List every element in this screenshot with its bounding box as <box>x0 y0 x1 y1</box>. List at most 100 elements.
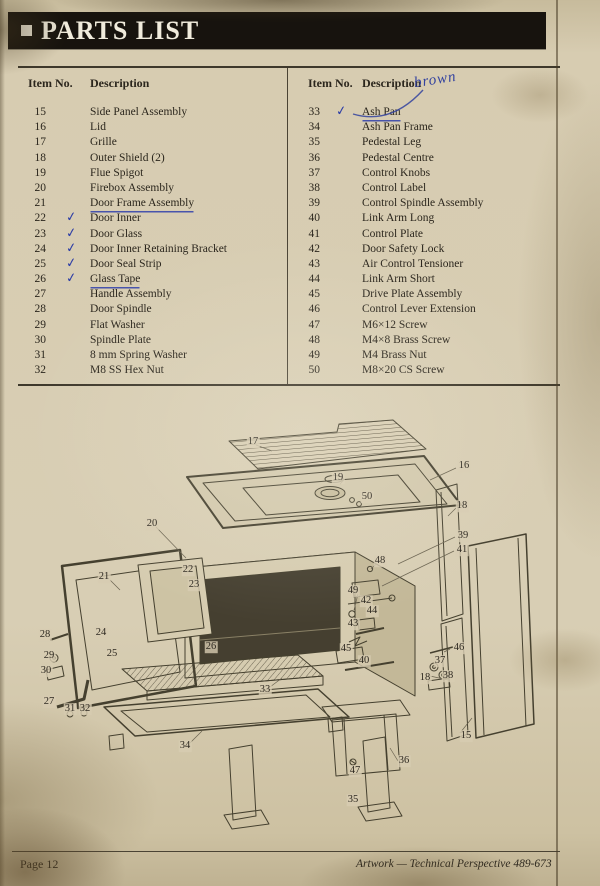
diagram-part-number: 45 <box>339 643 353 655</box>
item-description: Lid <box>90 121 106 134</box>
item-number: 36 <box>308 151 321 164</box>
item-number: 28 <box>34 303 47 316</box>
diagram-part-number: 47 <box>348 765 362 777</box>
diagram-part-number: 26 <box>204 641 218 653</box>
diagram-part-number: 49 <box>346 585 360 597</box>
diagram-part-number: 23 <box>187 579 201 591</box>
table-row: 25✓Door Seal Strip <box>18 255 286 272</box>
item-description: 8 mm Spring Washer <box>90 349 187 361</box>
diagram-part-number: 46 <box>452 642 466 654</box>
diagram-part-number: 31 <box>63 703 77 715</box>
item-number: 47 <box>308 318 321 331</box>
item-description: Side Panel Assembly <box>90 106 188 118</box>
item-description: Flat Washer <box>90 318 145 331</box>
diagram-part-number: 25 <box>105 648 119 660</box>
item-number: 18 <box>34 151 47 164</box>
item-description: Door Frame Assembly <box>90 196 194 211</box>
item-number: 41 <box>308 227 321 240</box>
item-number: 29 <box>34 318 47 331</box>
diagram-part-number: 41 <box>455 544 469 556</box>
item-number: 48 <box>308 333 321 346</box>
pen-stroke <box>352 89 424 118</box>
item-number: 30 <box>34 333 47 346</box>
item-description: M4×8 Brass Screw <box>362 333 451 346</box>
pen-checkmark-icon: ✓ <box>64 224 78 242</box>
item-number: 39 <box>308 197 321 210</box>
diagram-part-number: 15 <box>459 730 473 742</box>
scan-edge-right <box>556 0 558 886</box>
item-number: 45 <box>308 288 321 301</box>
page-number: Page 12 <box>20 857 59 871</box>
item-description: Control Lever Extension <box>362 303 476 316</box>
diagram-part-number: 17 <box>246 436 260 448</box>
table-row: 48 M4×8 Brass Screw <box>288 333 560 348</box>
item-description: Outer Shield (2) <box>90 151 165 164</box>
page-title: PARTS LIST <box>41 15 200 45</box>
diagram-part-number: 36 <box>397 755 411 767</box>
description-header: Description <box>90 76 150 90</box>
artwork-credit: Artwork — Technical Perspective 489-673 <box>356 858 552 870</box>
item-number: 34 <box>308 121 321 134</box>
table-row: 16 Lid <box>18 120 286 135</box>
pen-checkmark-icon: ✓ <box>64 270 78 287</box>
item-description: M6×12 Screw <box>362 318 428 331</box>
diagram-part-number: 22 <box>181 564 195 576</box>
item-number: 42 <box>308 242 321 255</box>
scan-edge-left <box>0 0 5 886</box>
item-number: 22 <box>34 212 47 225</box>
diagram-part-number: 29 <box>42 650 56 662</box>
diagram-part-number: 35 <box>346 794 360 806</box>
item-description: Door Inner Retaining Bracket <box>90 242 227 255</box>
diagram-part-number: 19 <box>331 472 345 484</box>
item-description: Door Glass <box>90 227 143 240</box>
item-description: Pedestal Leg <box>362 136 422 149</box>
item-number: 27 <box>34 288 47 301</box>
item-number: 19 <box>34 166 47 179</box>
diagram-part-number: 38 <box>441 670 455 682</box>
table-row: 18 Outer Shield (2) <box>18 151 286 166</box>
title-bullet-square <box>21 25 32 36</box>
item-number: 16 <box>34 121 47 134</box>
diagram-part-number: 18 <box>455 500 469 512</box>
item-description: Handle Assembly <box>90 288 172 301</box>
diagram-part-number: 44 <box>365 605 379 617</box>
diagram-part-number: 24 <box>94 627 108 639</box>
footer-rule <box>12 851 560 852</box>
parts-table: Item No. Description 15 Side Panel Assemb… <box>18 66 560 386</box>
table-row: 24✓Door Inner Retaining Bracket <box>18 240 286 257</box>
pen-checkmark-icon: ✓ <box>64 240 78 257</box>
item-description: Link Arm Long <box>362 212 435 225</box>
title-bar: PARTS LIST <box>8 12 546 49</box>
item-description: M8 SS Hex Nut <box>90 364 164 377</box>
table-row: 23✓Door Glass <box>18 224 286 242</box>
diagram-part-number: 32 <box>78 703 92 715</box>
item-number: 50 <box>308 364 321 377</box>
item-description: Air Control Tensioner <box>362 257 464 270</box>
item-number: 15 <box>34 106 47 118</box>
diagram-part-number: 20 <box>145 518 159 530</box>
table-row: 22✓Door Inner <box>18 210 286 226</box>
table-row: 26✓Glass Tape <box>18 270 286 287</box>
item-description: Door Inner <box>90 212 141 225</box>
item-number: 37 <box>308 166 321 179</box>
item-number: 38 <box>308 181 321 194</box>
column-header: Item No. Description <box>18 76 286 91</box>
item-number: 44 <box>308 273 321 286</box>
item-number: 46 <box>308 303 321 316</box>
table-row: 15 Side Panel Assembly <box>18 105 286 120</box>
